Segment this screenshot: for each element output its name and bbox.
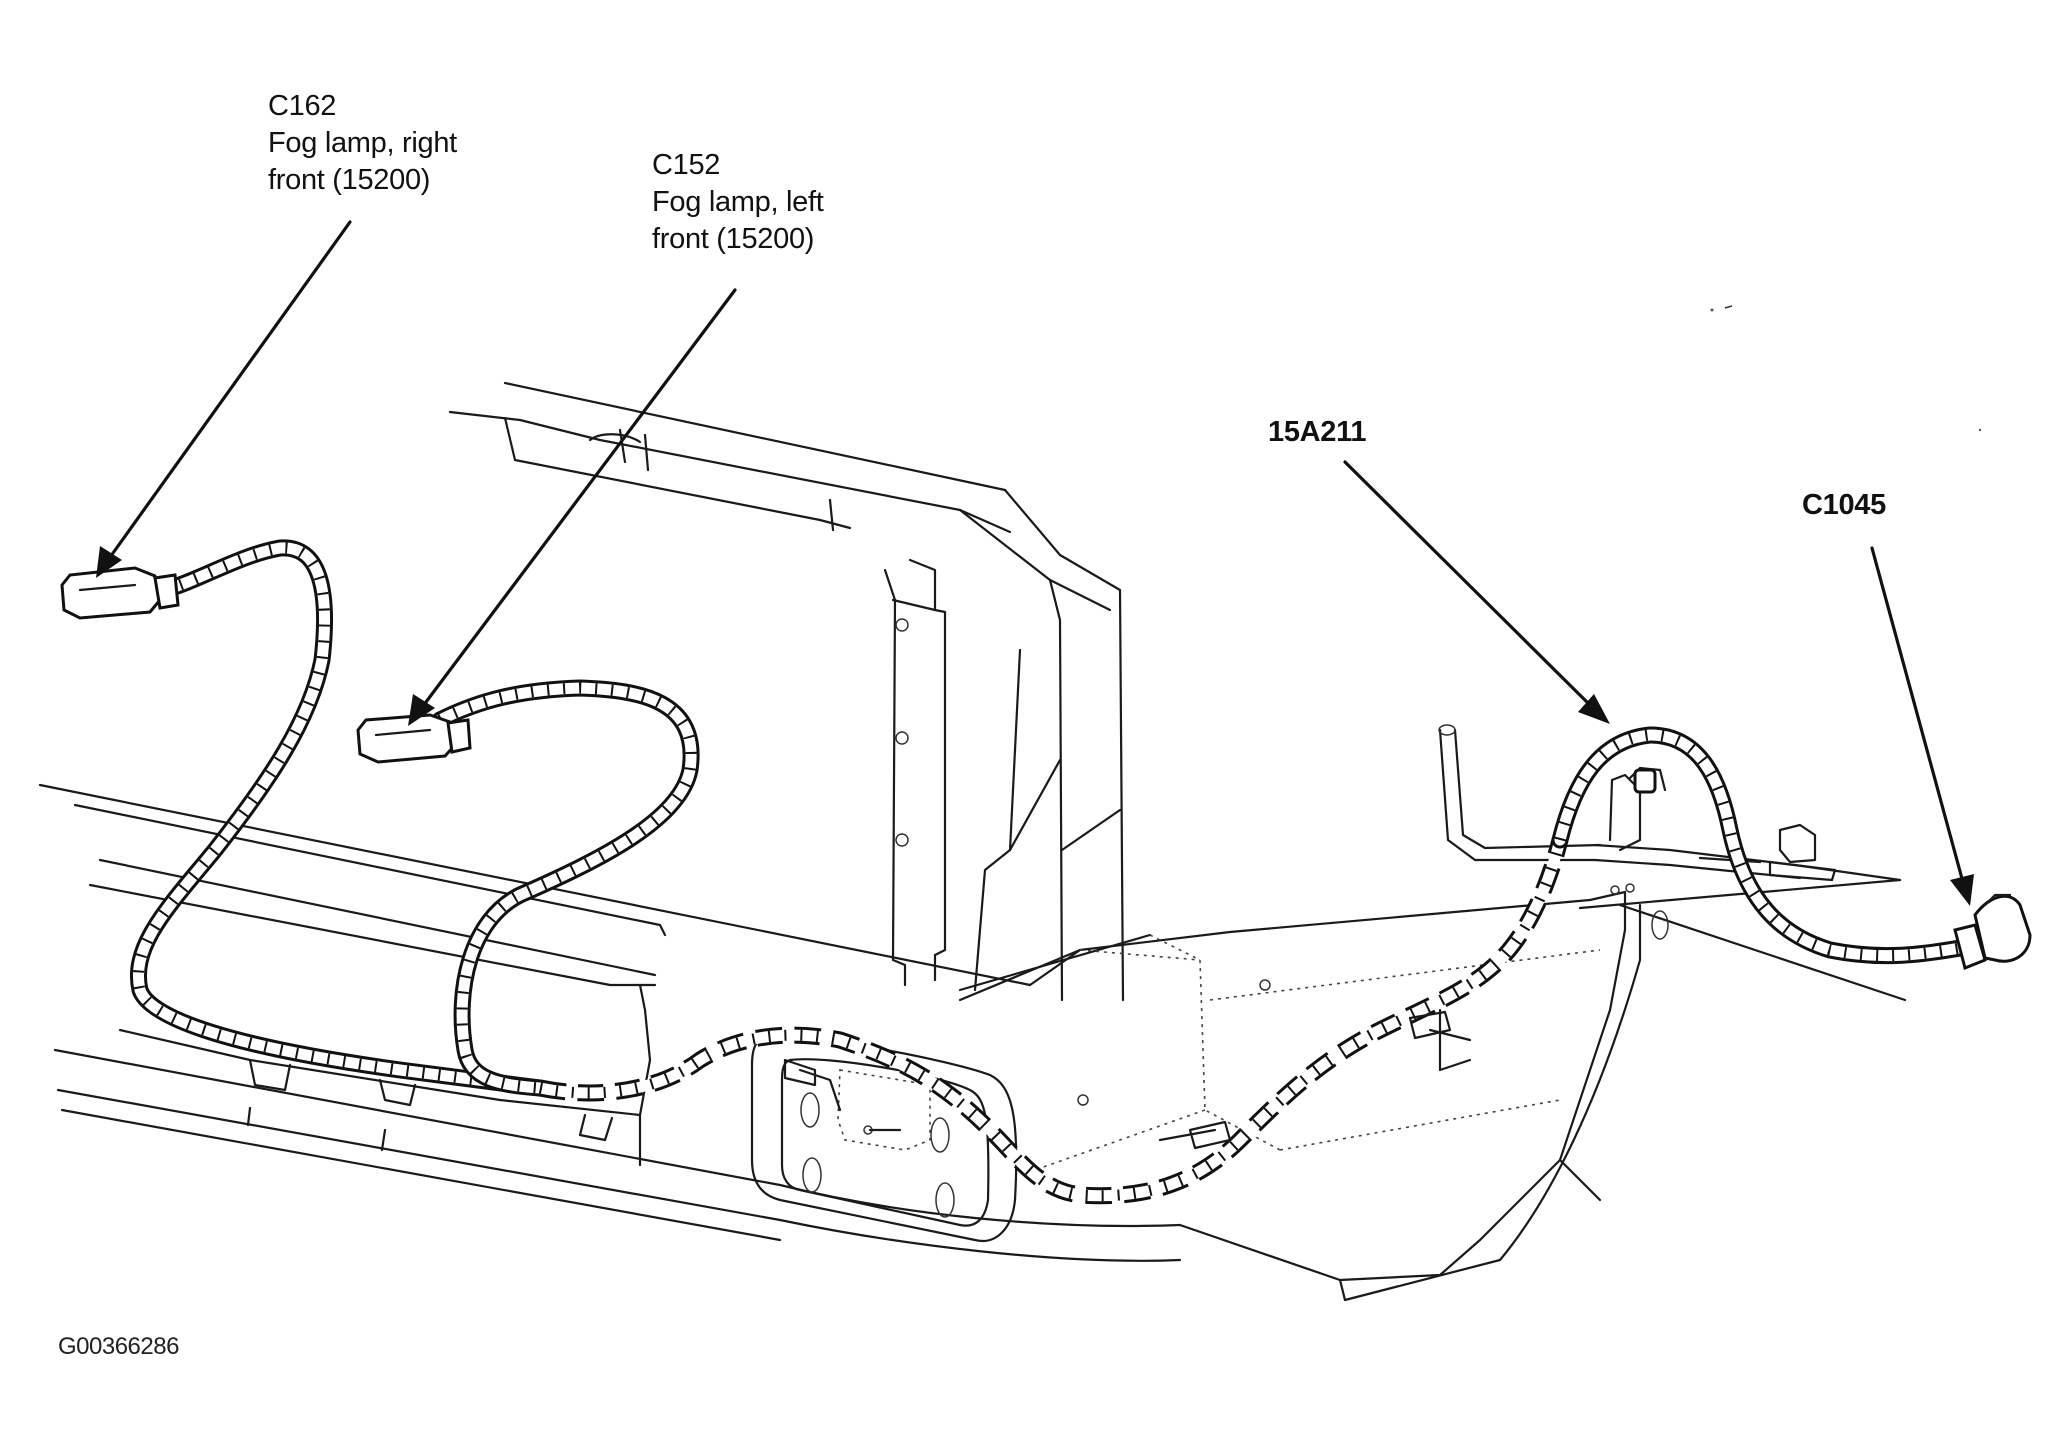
connector-c162 (60, 566, 180, 620)
radiator-support (448, 381, 1125, 1002)
bumper-structure (38, 724, 1907, 1302)
callout-c162: C162 Fog lamp, right front (15200) (268, 88, 457, 199)
callout-c162-line2: front (15200) (268, 164, 431, 196)
callout-c1045: C1045 (1802, 487, 1886, 524)
leader-15a211 (1343, 460, 1610, 724)
connector-c1045 (1953, 893, 2032, 971)
leader-c1045 (1870, 546, 1974, 906)
callout-c1045-code: C1045 (1802, 489, 1886, 521)
callout-15a211: 15A211 (1268, 414, 1366, 451)
connector-c152 (356, 713, 472, 764)
callout-c152-line1: Fog lamp, left (652, 186, 824, 218)
callout-c152-line2: front (15200) (652, 223, 815, 255)
fog-lamp-bracket (750, 1036, 1018, 1243)
callout-c162-code: C162 (268, 90, 337, 122)
figure-id: G00366286 (58, 1333, 179, 1360)
callout-15a211-code: 15A211 (1268, 416, 1367, 448)
wiring-harness (130, 539, 1969, 1205)
leader-c152 (408, 288, 737, 726)
callout-c152-code: C152 (652, 149, 721, 181)
leader-c162 (96, 220, 352, 578)
callout-c152: C152 Fog lamp, left front (15200) (652, 147, 824, 258)
callout-c162-line1: Fog lamp, right (268, 127, 457, 159)
